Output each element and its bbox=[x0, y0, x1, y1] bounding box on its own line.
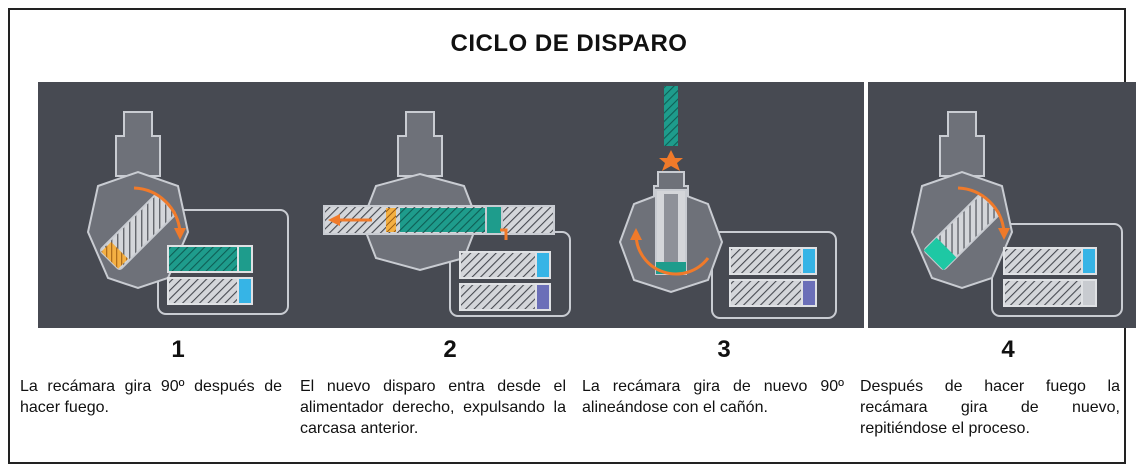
step-2-caption: El nuevo disparo entra desde el alimenta… bbox=[300, 378, 566, 437]
step-1-svg bbox=[86, 111, 289, 315]
step-4-svg bbox=[910, 111, 1123, 317]
rotation-arrow bbox=[133, 186, 182, 233]
rotation-arrow bbox=[634, 233, 710, 276]
barrel bbox=[115, 111, 161, 177]
step-3-illustration bbox=[584, 82, 864, 328]
diagram-frame: CICLO DE DISPARO bbox=[8, 8, 1136, 464]
step-4-illustration bbox=[868, 82, 1136, 328]
step-1-caption: La recámara gira 90º después de hacer fu… bbox=[20, 378, 282, 416]
rotation-arrow bbox=[957, 186, 1006, 233]
feeder-outline bbox=[711, 231, 837, 319]
step-3-number: 3 bbox=[717, 336, 731, 363]
step-2-number: 2 bbox=[443, 336, 457, 363]
barrel bbox=[397, 111, 443, 177]
step-3-svg bbox=[618, 86, 837, 319]
barrel bbox=[939, 111, 985, 177]
step-3-caption: La recámara gira de nuevo 90º alineándos… bbox=[582, 378, 844, 416]
step-1-illustration bbox=[38, 82, 318, 328]
step-4-caption: Después de hacer fuego la recámara gira … bbox=[860, 378, 1120, 437]
muzzle-flash bbox=[659, 150, 683, 171]
diagram-title: CICLO DE DISPARO bbox=[450, 30, 688, 57]
step-4-number: 4 bbox=[1001, 336, 1015, 363]
step-2-illustration bbox=[310, 82, 590, 328]
step-1-number: 1 bbox=[171, 336, 185, 363]
step-2-svg bbox=[323, 111, 571, 317]
